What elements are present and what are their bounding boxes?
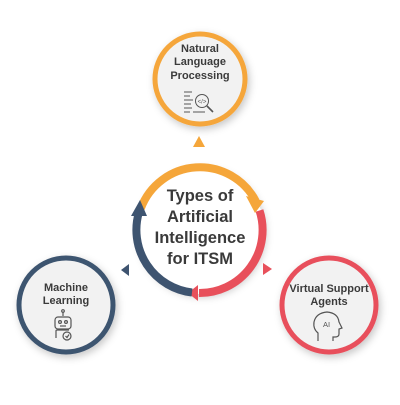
center-arc-red (198, 209, 267, 298)
node-nlp-label: Natural Language Processing (150, 43, 250, 83)
node-nlp-label-line: Processing (170, 69, 230, 82)
center-circle-background (136, 166, 264, 294)
node-vsa-label-line: Agents (310, 296, 348, 309)
pointer-to-nlp (193, 136, 205, 147)
center-title: Types of Artificial Intelligence for ITS… (135, 186, 265, 270)
node-ml-circle (16, 255, 116, 355)
robot-icon (54, 309, 72, 341)
svg-text:</>: </> (198, 100, 207, 106)
ai-head-icon: AI (313, 311, 343, 341)
ai-icon-text: AI (323, 320, 330, 329)
center-arc-navy (132, 210, 193, 297)
center-arc-navy-arrowhead (131, 200, 147, 216)
center-title-line: Artificial (166, 207, 234, 226)
center-hub (131, 163, 267, 301)
pointer-to-ml (121, 264, 129, 276)
center-arc-orange-arrowhead (246, 196, 264, 213)
node-ml (16, 255, 116, 355)
node-vsa-circle (279, 255, 379, 355)
node-nlp-label-line: Natural (181, 43, 219, 55)
document-search-icon: </> (184, 91, 214, 113)
node-vsa-label: Virtual Support Agents (279, 283, 379, 310)
pointer-to-vsa (263, 263, 272, 275)
center-title-line: for ITSM (167, 249, 233, 268)
node-ml-label-line: Machine (43, 282, 88, 294)
center-title-line: Intelligence (154, 228, 246, 247)
node-ml-label-line: Learning (42, 295, 90, 308)
node-vsa-label-line: Virtual Support (289, 283, 369, 295)
node-vsa (279, 255, 379, 355)
center-title-line: Types of (166, 187, 234, 205)
center-arc-red-arrowhead (188, 285, 198, 301)
node-nlp (152, 31, 248, 127)
node-ml-label: Machine Learning (21, 282, 111, 309)
node-nlp-label-line: Language (174, 56, 226, 69)
center-arc-orange (137, 163, 260, 210)
node-nlp-circle (152, 31, 248, 127)
